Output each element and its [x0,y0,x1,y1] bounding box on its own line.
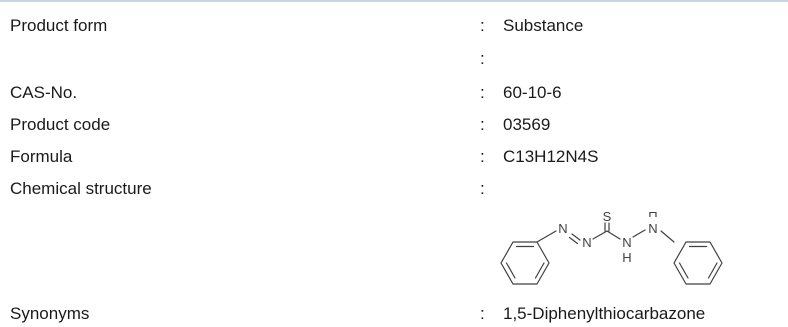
colon-chemical-structure: : [480,179,485,198]
row-chemical-structure: Chemical structure : [0,177,788,201]
bond-n2-c [592,230,608,240]
row-product-code: Product code : 03569 [0,113,788,137]
colon-formula: : [480,147,485,166]
value-formula: C13H12N4S [503,147,599,166]
atom-n4: N [648,221,657,236]
benzene-ring-left-inner-2 [534,262,545,279]
row-empty: : [0,47,788,71]
row-formula: Formula : C13H12N4S [0,145,788,169]
atom-h1: H [622,250,631,265]
value-product-form: Substance [503,16,584,35]
bond-ring-n1 [536,230,557,243]
colon-product-form: : [480,16,485,35]
atom-n2: N [582,235,591,250]
value-product-code: 03569 [503,115,551,134]
atom-n3: N [622,235,631,250]
benzene-ring-left [500,241,550,285]
atom-h2: H [648,212,657,220]
bond-n1-n2-a [571,233,581,241]
label-product-code: Product code [10,115,111,134]
value-synonyms: 1,5-Diphenylthiocarbazone [503,304,706,323]
label-synonyms: Synonyms [10,304,90,323]
row-cas-no: CAS-No. : 60-10-6 [0,81,788,105]
bond-c-n3 [606,230,621,240]
benzene-ring-right [673,241,723,285]
bond-n3-n4 [632,229,646,238]
row-product-form: Product form : Substance [0,14,788,38]
colon-product-code: : [480,115,485,134]
value-cas-no: 60-10-6 [503,83,562,102]
chemical-structure-drawing: N N S N H N H [499,212,773,300]
atom-sulfur: S [603,212,612,224]
colon-synonyms: : [480,304,485,323]
label-chemical-structure: Chemical structure [10,179,152,198]
label-cas-no: CAS-No. [10,83,78,102]
benzene-ring-left-inner-3 [505,262,516,279]
top-divider [0,0,788,2]
bond-n4-ring [660,230,675,243]
bond-n1-n2-b [568,236,579,245]
benzene-ring-right-inner-2 [707,262,718,279]
colon-empty: : [480,49,485,68]
atom-n1: N [558,221,567,236]
row-synonyms: Synonyms : 1,5-Diphenylthiocarbazone [0,302,788,326]
benzene-ring-right-inner-3 [678,262,689,279]
label-formula: Formula [10,147,73,166]
colon-cas-no: : [480,83,485,102]
label-product-form: Product form [10,16,108,35]
dithizone-structure-svg: N N S N H N H [500,212,723,285]
